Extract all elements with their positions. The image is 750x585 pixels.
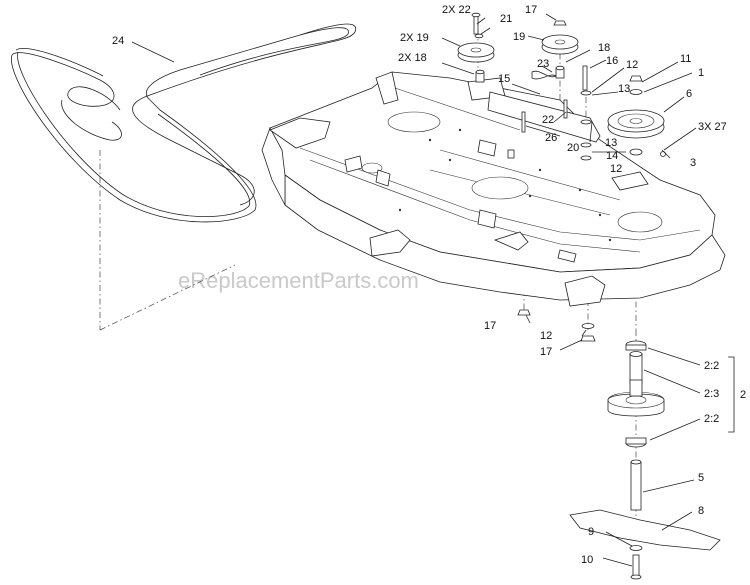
callout-24: 24 [112, 35, 124, 47]
watermark-text: eReplacementParts.com [178, 268, 419, 293]
callout-3: 3 [690, 157, 696, 169]
idler-arm-15 [487, 91, 601, 143]
callout-2x19: 2X 19 [400, 32, 429, 44]
spacer-18 [475, 69, 485, 83]
callout-2-2-lower: 2:2 [704, 413, 719, 425]
callout-2-2-upper: 2:2 [704, 360, 719, 372]
callout-18: 18 [598, 42, 610, 54]
deck-opening-right [617, 211, 663, 233]
washer-13a [580, 119, 592, 125]
nut-1 [629, 75, 643, 82]
washer-9 [629, 545, 643, 551]
callout-6: 6 [686, 88, 692, 100]
bolt-10 [630, 554, 642, 580]
callout-19: 19 [513, 31, 525, 43]
callout-2: 2 [740, 389, 746, 401]
callout-12-mid: 12 [610, 163, 622, 175]
callout-17-mid: 17 [484, 320, 496, 332]
washer-12b [580, 155, 592, 161]
mower-deck [261, 71, 726, 307]
callout-8: 8 [698, 505, 704, 517]
washer-11 [629, 89, 643, 95]
callout-26: 26 [545, 132, 557, 144]
callout-17-top: 17 [525, 4, 537, 16]
idler-pulley-left [457, 42, 495, 63]
callout-20: 20 [567, 142, 579, 154]
spacer-18b [555, 65, 565, 79]
callout-15: 15 [498, 73, 510, 85]
callout-13-low: 13 [605, 137, 617, 149]
bolt-22b [563, 99, 568, 119]
drive-belt [11, 23, 357, 223]
washer-12 [580, 90, 592, 96]
deck-opening-rear [387, 111, 441, 133]
callout-3x27: 3X 27 [698, 121, 727, 133]
bolt-16 [582, 65, 588, 91]
callout-21: 21 [500, 13, 512, 25]
callout-16: 16 [606, 55, 618, 67]
nut-17-mid [517, 309, 531, 316]
callout-23: 23 [537, 58, 549, 70]
bolt-22-top [471, 12, 481, 35]
idler-pulley-right [541, 34, 579, 55]
callout-5: 5 [698, 472, 704, 484]
callout-labels: 24 2X 22 21 17 2X 19 19 18 16 12 11 1 2X… [112, 4, 746, 566]
callout-2x22: 2X 22 [442, 4, 471, 16]
bolt-26 [521, 111, 526, 133]
spring-23 [531, 70, 557, 80]
spindle-shaft-5 [630, 459, 642, 511]
callout-17-low: 17 [540, 346, 552, 358]
spindle-assembly-2 [607, 340, 665, 448]
washer-21 [474, 33, 484, 39]
callout-2-3: 2:3 [704, 388, 719, 400]
spacer-20 [507, 149, 515, 159]
callout-12-top: 12 [626, 59, 638, 71]
callout-2x18: 2X 18 [398, 52, 427, 64]
washer-12c [581, 323, 595, 329]
nut-17-low [580, 335, 596, 342]
callout-9: 9 [588, 526, 594, 538]
center-lines [99, 30, 637, 540]
callout-12-low: 12 [540, 330, 552, 342]
callout-11: 11 [680, 53, 691, 65]
callout-22: 22 [542, 114, 554, 126]
leader-lines [131, 13, 735, 567]
callout-1: 1 [698, 67, 704, 79]
nut-17-top [553, 20, 567, 26]
deck-opening-center [471, 176, 529, 200]
washer-13b [580, 142, 592, 148]
spindle-pulley-6 [607, 109, 665, 139]
callout-10: 10 [581, 554, 593, 566]
callout-14: 14 [606, 150, 618, 162]
callout-13-top: 13 [618, 83, 630, 95]
hub-14 [629, 148, 643, 156]
blade-8 [569, 509, 721, 551]
